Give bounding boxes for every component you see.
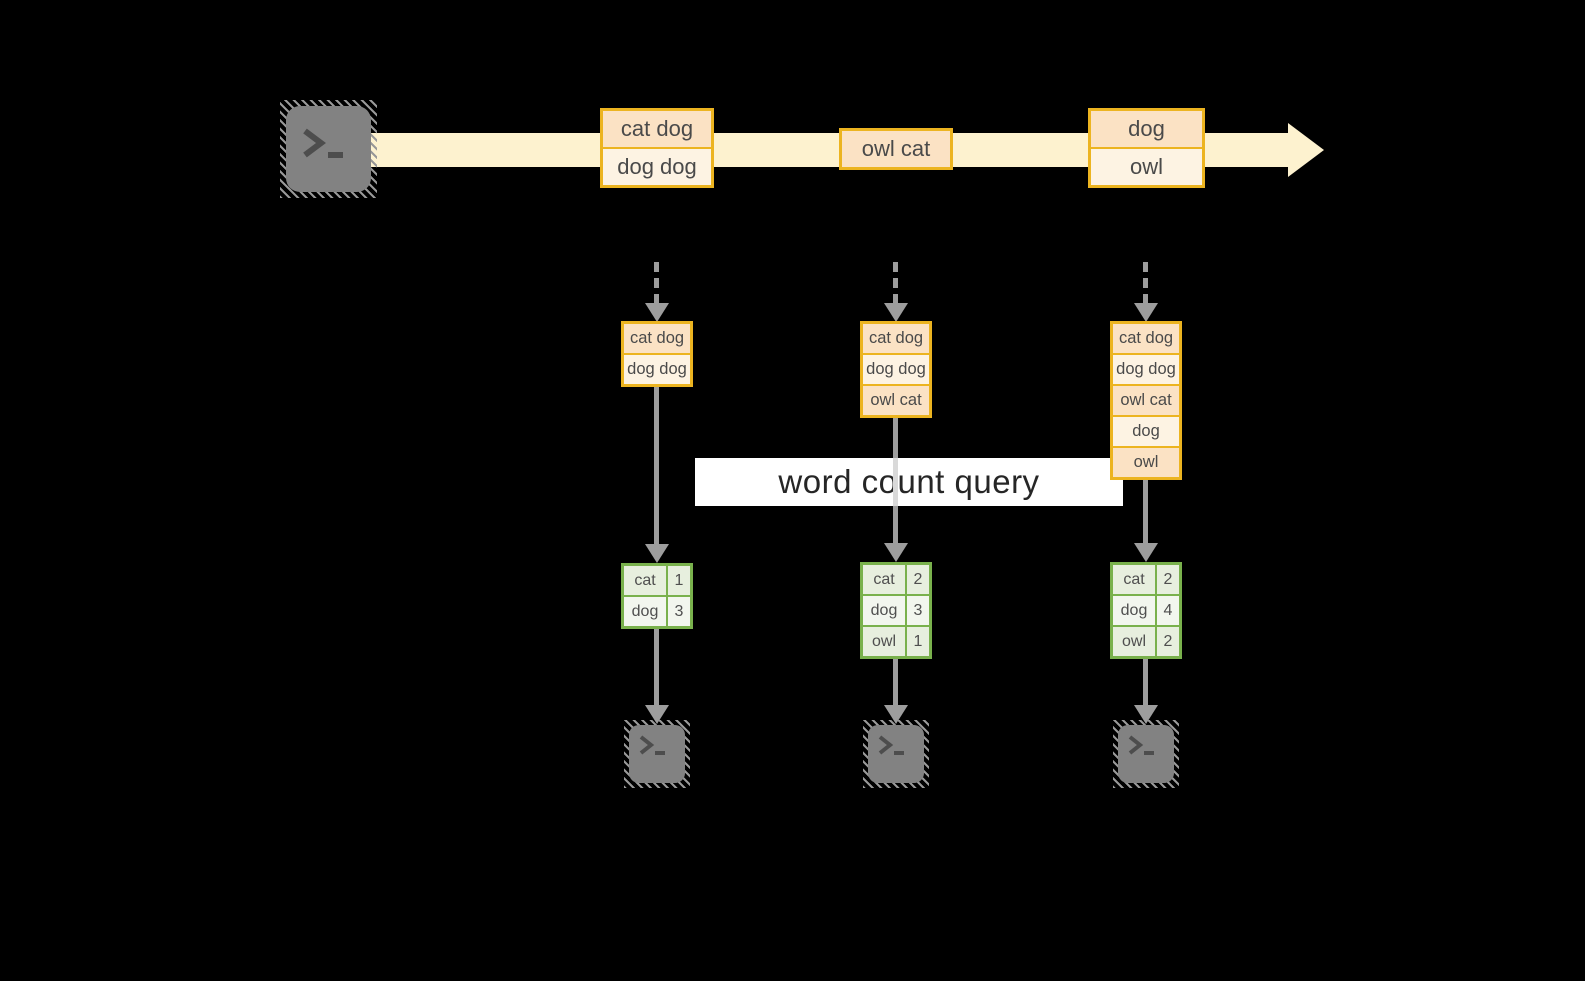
- state-record: dog: [1113, 417, 1179, 446]
- sink-terminal-icon: [863, 720, 929, 788]
- stream-event-box-3: dog owl: [1088, 108, 1205, 188]
- count-table-2: cat 2 dog 3 owl 1: [860, 562, 932, 659]
- event-record: owl: [1091, 149, 1202, 185]
- state-record: cat dog: [624, 324, 690, 353]
- word-cell: owl: [863, 627, 905, 656]
- word-cell: cat: [1113, 565, 1155, 594]
- count-cell: 1: [907, 627, 929, 656]
- terminal-screen: [286, 106, 371, 192]
- word-cell: dog: [1113, 596, 1155, 625]
- word-cell: dog: [863, 596, 905, 625]
- count-cell: 2: [1157, 565, 1179, 594]
- count-row: dog 4: [1113, 596, 1179, 625]
- arrow-head-icon: [645, 705, 669, 724]
- sink-terminal-icon: [1113, 720, 1179, 788]
- word-cell: cat: [863, 565, 905, 594]
- sink-terminal-icon: [624, 720, 690, 788]
- dashed-arrow-shaft: [1143, 262, 1148, 304]
- state-buffer-box-1: cat dog dog dog: [621, 321, 693, 387]
- state-buffer-box-3: cat dog dog dog owl cat dog owl: [1110, 321, 1182, 480]
- state-record: owl: [1113, 448, 1179, 477]
- count-row: dog 3: [863, 596, 929, 625]
- count-row: cat 2: [863, 565, 929, 594]
- count-cell: 4: [1157, 596, 1179, 625]
- terminal-prompt-icon: [1125, 734, 1161, 765]
- arrow-head-icon: [884, 543, 908, 562]
- state-record: owl cat: [1113, 386, 1179, 415]
- dashed-arrow-shaft: [654, 262, 659, 304]
- arrow-shaft: [893, 659, 898, 705]
- arrow-shaft: [654, 629, 659, 705]
- stream-event-box-1: cat dog dog dog: [600, 108, 714, 188]
- count-row: owl 1: [863, 627, 929, 656]
- source-terminal-icon: [280, 100, 377, 198]
- count-row: dog 3: [624, 597, 690, 626]
- count-table-1: cat 1 dog 3: [621, 563, 693, 629]
- arrow-shaft: [1143, 480, 1148, 543]
- stream-event-box-2: owl cat: [839, 128, 953, 170]
- arrow-head-icon: [645, 544, 669, 563]
- count-row: cat 1: [624, 566, 690, 595]
- dashed-arrow-shaft: [893, 262, 898, 304]
- query-box: word count query: [695, 458, 1123, 506]
- word-cell: owl: [1113, 627, 1155, 656]
- state-record: owl cat: [863, 386, 929, 415]
- query-label: word count query: [778, 463, 1040, 500]
- count-cell: 2: [1157, 627, 1179, 656]
- count-cell: 3: [907, 596, 929, 625]
- count-cell: 2: [907, 565, 929, 594]
- arrow-head-icon: [884, 705, 908, 724]
- arrow-head-icon: [1134, 543, 1158, 562]
- count-cell: 1: [668, 566, 690, 595]
- dashed-arrow-head-icon: [1134, 303, 1158, 322]
- dashed-arrow-head-icon: [645, 303, 669, 322]
- terminal-prompt-icon: [875, 734, 911, 765]
- event-record: cat dog: [603, 111, 711, 147]
- count-row: owl 2: [1113, 627, 1179, 656]
- arrow-shaft: [1143, 659, 1148, 705]
- state-record: cat dog: [1113, 324, 1179, 353]
- state-record: dog dog: [1113, 355, 1179, 384]
- word-cell: dog: [624, 597, 666, 626]
- event-record: owl cat: [842, 131, 950, 167]
- terminal-prompt-icon: [636, 734, 672, 765]
- arrow-shaft: [654, 387, 659, 544]
- state-record: dog dog: [863, 355, 929, 384]
- count-table-3: cat 2 dog 4 owl 2: [1110, 562, 1182, 659]
- state-record: cat dog: [863, 324, 929, 353]
- stream-arrowhead-icon: [1288, 123, 1324, 177]
- event-record: dog dog: [603, 149, 711, 185]
- count-row: cat 2: [1113, 565, 1179, 594]
- dashed-arrow-head-icon: [884, 303, 908, 322]
- state-record: dog dog: [624, 355, 690, 384]
- count-cell: 3: [668, 597, 690, 626]
- arrow-shaft-behind-query: [893, 458, 898, 506]
- terminal-prompt-icon: [298, 126, 350, 169]
- arrow-head-icon: [1134, 705, 1158, 724]
- event-record: dog: [1091, 111, 1202, 147]
- word-cell: cat: [624, 566, 666, 595]
- state-buffer-box-2: cat dog dog dog owl cat: [860, 321, 932, 418]
